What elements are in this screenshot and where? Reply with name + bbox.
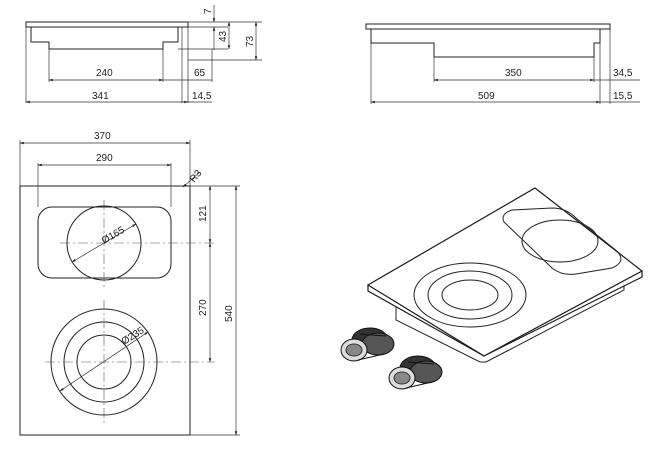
dim-43: 43 xyxy=(218,30,229,42)
plan-outline xyxy=(19,185,191,436)
iso-oval-zone xyxy=(502,207,622,275)
dim-d235: Ø235 xyxy=(120,325,147,348)
control-knob-right xyxy=(388,355,443,390)
oval-zone xyxy=(37,206,172,279)
dim-350: 350 xyxy=(505,68,522,79)
dim-34-5: 34,5 xyxy=(613,68,633,79)
dim-121: 121 xyxy=(198,205,209,222)
dim-540: 540 xyxy=(224,305,235,322)
iso-body-edge xyxy=(395,276,625,363)
side-view-left xyxy=(25,5,262,104)
dim-14-5: 14,5 xyxy=(192,91,212,102)
side-right-glass xyxy=(365,23,611,30)
dim-290: 290 xyxy=(96,153,113,164)
dim-65: 65 xyxy=(194,68,206,79)
iso-view xyxy=(340,187,644,390)
dim-509: 509 xyxy=(478,91,495,102)
dim-341: 341 xyxy=(92,91,109,102)
iso-glass-top xyxy=(366,187,644,357)
dim-15-5: 15,5 xyxy=(613,91,633,102)
iso-round-inner xyxy=(441,279,499,311)
dim-r3: R3 xyxy=(188,168,205,185)
side-view-right xyxy=(365,23,640,104)
dim-270: 270 xyxy=(198,299,209,316)
dim-73: 73 xyxy=(245,35,256,47)
side-right-body xyxy=(370,29,601,58)
side-left-glass xyxy=(25,21,189,28)
side-left-body xyxy=(30,27,179,50)
iso-round-middle xyxy=(427,270,513,320)
dim-240: 240 xyxy=(96,68,113,79)
dim-370: 370 xyxy=(94,131,111,142)
iso-round-outer xyxy=(413,262,527,328)
dim-7: 7 xyxy=(203,8,214,14)
plan-view xyxy=(19,140,240,436)
iso-oval-inner xyxy=(521,219,599,263)
control-knob-left xyxy=(340,327,395,362)
